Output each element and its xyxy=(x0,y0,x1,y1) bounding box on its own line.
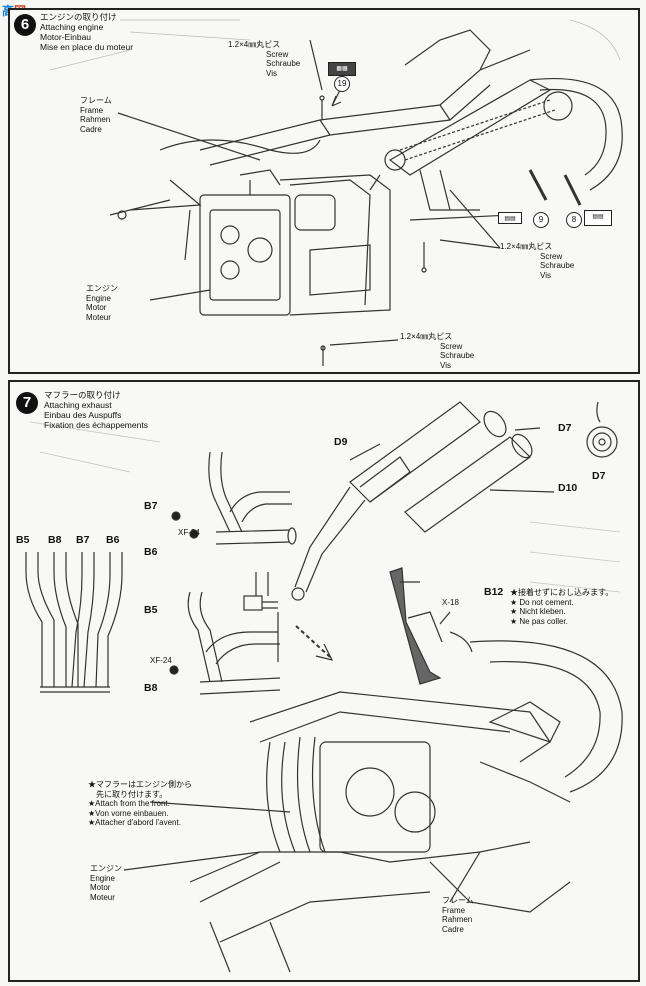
paint-xf24-a: XF-24 xyxy=(178,528,200,537)
header-label-b7: B7 xyxy=(76,534,90,546)
part-label-b7: B7 xyxy=(144,500,158,512)
screw-label-top: 1.2×4㎜丸ビス Screw Schraube Vis xyxy=(228,40,300,78)
step-7-number: 7 xyxy=(16,392,38,414)
engine-label: エンジン Engine Motor Moteur xyxy=(90,864,122,902)
part-marker-8: 8 xyxy=(566,212,582,228)
attach-jp-1: ★マフラーはエンジン側から xyxy=(88,780,192,789)
screw-jp: 1.2×4㎜丸ビス xyxy=(228,40,281,49)
title-en: Attaching engine xyxy=(40,22,104,32)
part-label-d7-a: D7 xyxy=(558,422,572,434)
decal-marker-19: ▦▦ xyxy=(328,62,356,76)
header-label-b5: B5 xyxy=(16,534,30,546)
frame-fr: Cadre xyxy=(80,124,102,134)
screw-en: Screw xyxy=(540,251,563,261)
screw-de: Schraube xyxy=(266,59,301,68)
screw-jp: 1.2×4㎜丸ビス xyxy=(500,242,553,251)
frame-fr: Cadre xyxy=(442,924,464,934)
step-7-panel: 7 マフラーの取り付け Attaching exhaust Einbau des… xyxy=(8,380,640,982)
part-label-d10: D10 xyxy=(558,482,578,494)
header-label-b8: B8 xyxy=(48,534,62,546)
screw-en: Screw xyxy=(266,49,289,59)
title-fr: Mise en place du moteur xyxy=(40,42,134,52)
attach-jp-2: 先に取り付けます。 xyxy=(96,789,168,799)
engine-en: Engine xyxy=(90,873,115,883)
screw-fr: Vis xyxy=(266,68,277,78)
engine-jp: エンジン xyxy=(86,284,118,293)
engine-de: Motor xyxy=(90,883,111,892)
part-marker-9: 9 xyxy=(533,212,549,228)
title-de: Motor-Einbau xyxy=(40,32,92,42)
frame-jp: フレーム xyxy=(80,96,112,105)
attach-de: ★Von vorne einbauen. xyxy=(88,808,169,818)
screw-jp: 1.2×4㎜丸ビス xyxy=(400,332,453,341)
exhaust-illustration xyxy=(25,401,623,973)
decal-marker-9: ▤▤ xyxy=(498,212,522,224)
screw-en: Screw xyxy=(440,341,463,351)
frame-en: Frame xyxy=(442,905,466,915)
title-jp: マフラーの取り付け xyxy=(44,390,121,400)
step-6-title: エンジンの取り付け Attaching engine Motor-Einbau … xyxy=(40,12,133,52)
note-en: ★ Do not cement. xyxy=(510,597,574,607)
paint-x18: X-18 xyxy=(442,598,459,607)
frame-label: フレーム Frame Rahmen Cadre xyxy=(442,896,474,934)
screw-label-bottom: 1.2×4㎜丸ビス Screw Schraube Vis xyxy=(400,332,474,370)
engine-fr: Moteur xyxy=(86,312,111,322)
screw-de: Schraube xyxy=(440,351,475,360)
screw-de: Schraube xyxy=(540,261,575,270)
frame-de: Rahmen xyxy=(80,115,111,124)
step-7-title: マフラーの取り付け Attaching exhaust Einbau des A… xyxy=(44,390,148,430)
screw-fr: Vis xyxy=(440,360,451,370)
no-cement-note: ★接着せずにおし込みます。 ★ Do not cement. ★ Nicht k… xyxy=(510,588,613,626)
title-de: Einbau des Auspuffs xyxy=(44,410,122,420)
screw-fr: Vis xyxy=(540,270,551,280)
attach-en: ★Attach from the front. xyxy=(88,799,170,808)
engine-fr: Moteur xyxy=(90,892,115,902)
attach-fr: ★Attacher d'abord l'avent. xyxy=(88,818,181,827)
note-jp: ★接着せずにおし込みます。 xyxy=(510,588,614,597)
part-label-d7-b: D7 xyxy=(592,470,606,482)
frame-en: Frame xyxy=(80,105,104,115)
frame-jp: フレーム xyxy=(442,896,474,905)
note-de: ★ Nicht kleben. xyxy=(510,607,566,616)
part-marker-19: 19 xyxy=(334,76,350,92)
part-label-b6: B6 xyxy=(144,546,158,558)
note-fr: ★ Ne pas coller. xyxy=(510,616,568,626)
step-6-panel: 6 エンジンの取り付け Attaching engine Motor-Einba… xyxy=(8,8,640,374)
header-label-b6: B6 xyxy=(106,534,120,546)
part-label-d9: D9 xyxy=(334,436,348,448)
part-label-b12: B12 xyxy=(484,586,504,598)
screw-label-right: 1.2×4㎜丸ビス Screw Schraube Vis xyxy=(500,242,574,280)
engine-label: エンジン Engine Motor Moteur xyxy=(86,284,118,322)
paint-xf24-b: XF-24 xyxy=(150,656,172,665)
frame-de: Rahmen xyxy=(442,915,473,924)
engine-jp: エンジン xyxy=(90,864,122,873)
decal-marker-8: ▤▤ xyxy=(584,210,612,226)
part-label-b5: B5 xyxy=(144,604,158,616)
engine-frame-illustration xyxy=(49,19,623,366)
title-en: Attaching exhaust xyxy=(44,400,112,410)
engine-de: Motor xyxy=(86,303,107,312)
title-fr: Fixation des échappements xyxy=(44,420,148,430)
part-label-b8: B8 xyxy=(144,682,158,694)
frame-label: フレーム Frame Rahmen Cadre xyxy=(80,96,112,134)
engine-en: Engine xyxy=(86,293,111,303)
title-jp: エンジンの取り付け xyxy=(40,12,117,22)
attach-front-note: ★マフラーはエンジン側から 先に取り付けます。 ★Attach from the… xyxy=(88,780,192,828)
step-6-number: 6 xyxy=(14,14,36,36)
